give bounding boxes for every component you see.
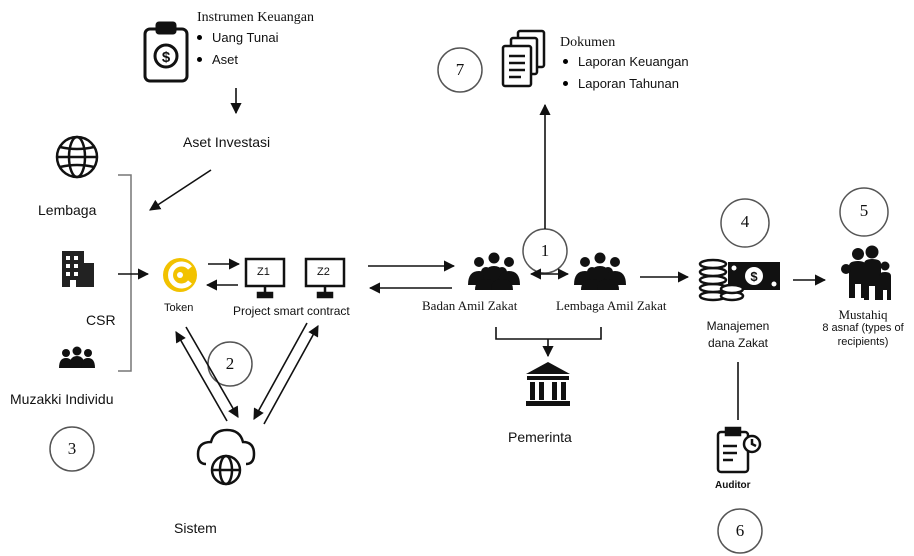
documents-icon <box>501 29 546 88</box>
crowd-icon <box>574 252 626 290</box>
building-icon <box>62 251 94 287</box>
dokumen-item: Laporan Tahunan <box>560 73 689 95</box>
dokumen-list: Laporan Keuangan Laporan Tahunan <box>560 51 689 95</box>
government-building-icon <box>526 362 570 406</box>
badan-amil-zakat-label: Badan Amil Zakat <box>422 298 518 313</box>
step-number-2: 2 <box>225 354 235 373</box>
audit-clipboard-icon <box>716 426 762 474</box>
step-number-1: 1 <box>540 241 550 260</box>
token-label: Token <box>164 302 194 314</box>
monitor-z1-label: Z1 <box>257 266 270 278</box>
source-muzakki-label: Muzakki Individu <box>10 391 114 407</box>
step-number-5: 5 <box>859 201 869 220</box>
crowd-icon <box>468 252 520 290</box>
pemerinta-label: Pemerinta <box>508 429 572 445</box>
mustahiq-title: Mustahiq <box>838 307 888 322</box>
source-csr-label: CSR <box>86 312 116 328</box>
svg-text:$: $ <box>750 269 758 284</box>
svg-text:$: $ <box>162 49 171 66</box>
monitor-icon <box>244 257 346 299</box>
instrumen-list: Uang Tunai Aset <box>194 27 279 71</box>
money-coins-icon: $ <box>698 258 780 302</box>
sources-bracket <box>118 174 132 372</box>
globe-icon <box>55 135 99 179</box>
clipboard-dollar-icon: $ <box>143 21 189 83</box>
step-number-4: 4 <box>740 212 750 231</box>
family-icon <box>841 245 891 300</box>
auditor-label: Auditor <box>715 480 751 491</box>
instrumen-title: Instrumen Keuangan <box>197 10 315 25</box>
smart-contract-label: Project smart contract <box>233 304 350 318</box>
source-lembaga-label: Lembaga <box>38 202 97 218</box>
token-icon <box>163 258 197 292</box>
dokumen-title: Dokumen <box>560 35 616 50</box>
lembaga-amil-zakat-label: Lembaga Amil Zakat <box>556 298 667 313</box>
step-number-3: 3 <box>67 439 77 458</box>
sistem-label: Sistem <box>174 520 217 536</box>
cloud-globe-icon <box>196 428 256 486</box>
manajemen-label-line1: Manajemen <box>706 319 770 333</box>
dokumen-item: Laporan Keuangan <box>560 51 689 73</box>
connector-arrows <box>118 88 827 425</box>
step-number-7: 7 <box>455 60 465 79</box>
instrumen-item: Uang Tunai <box>194 27 279 49</box>
instrumen-item: Aset <box>194 49 279 71</box>
group-icon <box>59 346 95 368</box>
mustahiq-line3: recipients) <box>837 336 889 348</box>
manajemen-label-line2: dana Zakat <box>707 337 769 349</box>
mustahiq-line2: 8 asnaf (types of <box>822 322 904 334</box>
monitor-z2-label: Z2 <box>317 266 330 278</box>
aset-investasi-label: Aset Investasi <box>183 134 271 150</box>
pemerintah-bracket <box>495 327 602 358</box>
step-number-6: 6 <box>735 521 745 540</box>
